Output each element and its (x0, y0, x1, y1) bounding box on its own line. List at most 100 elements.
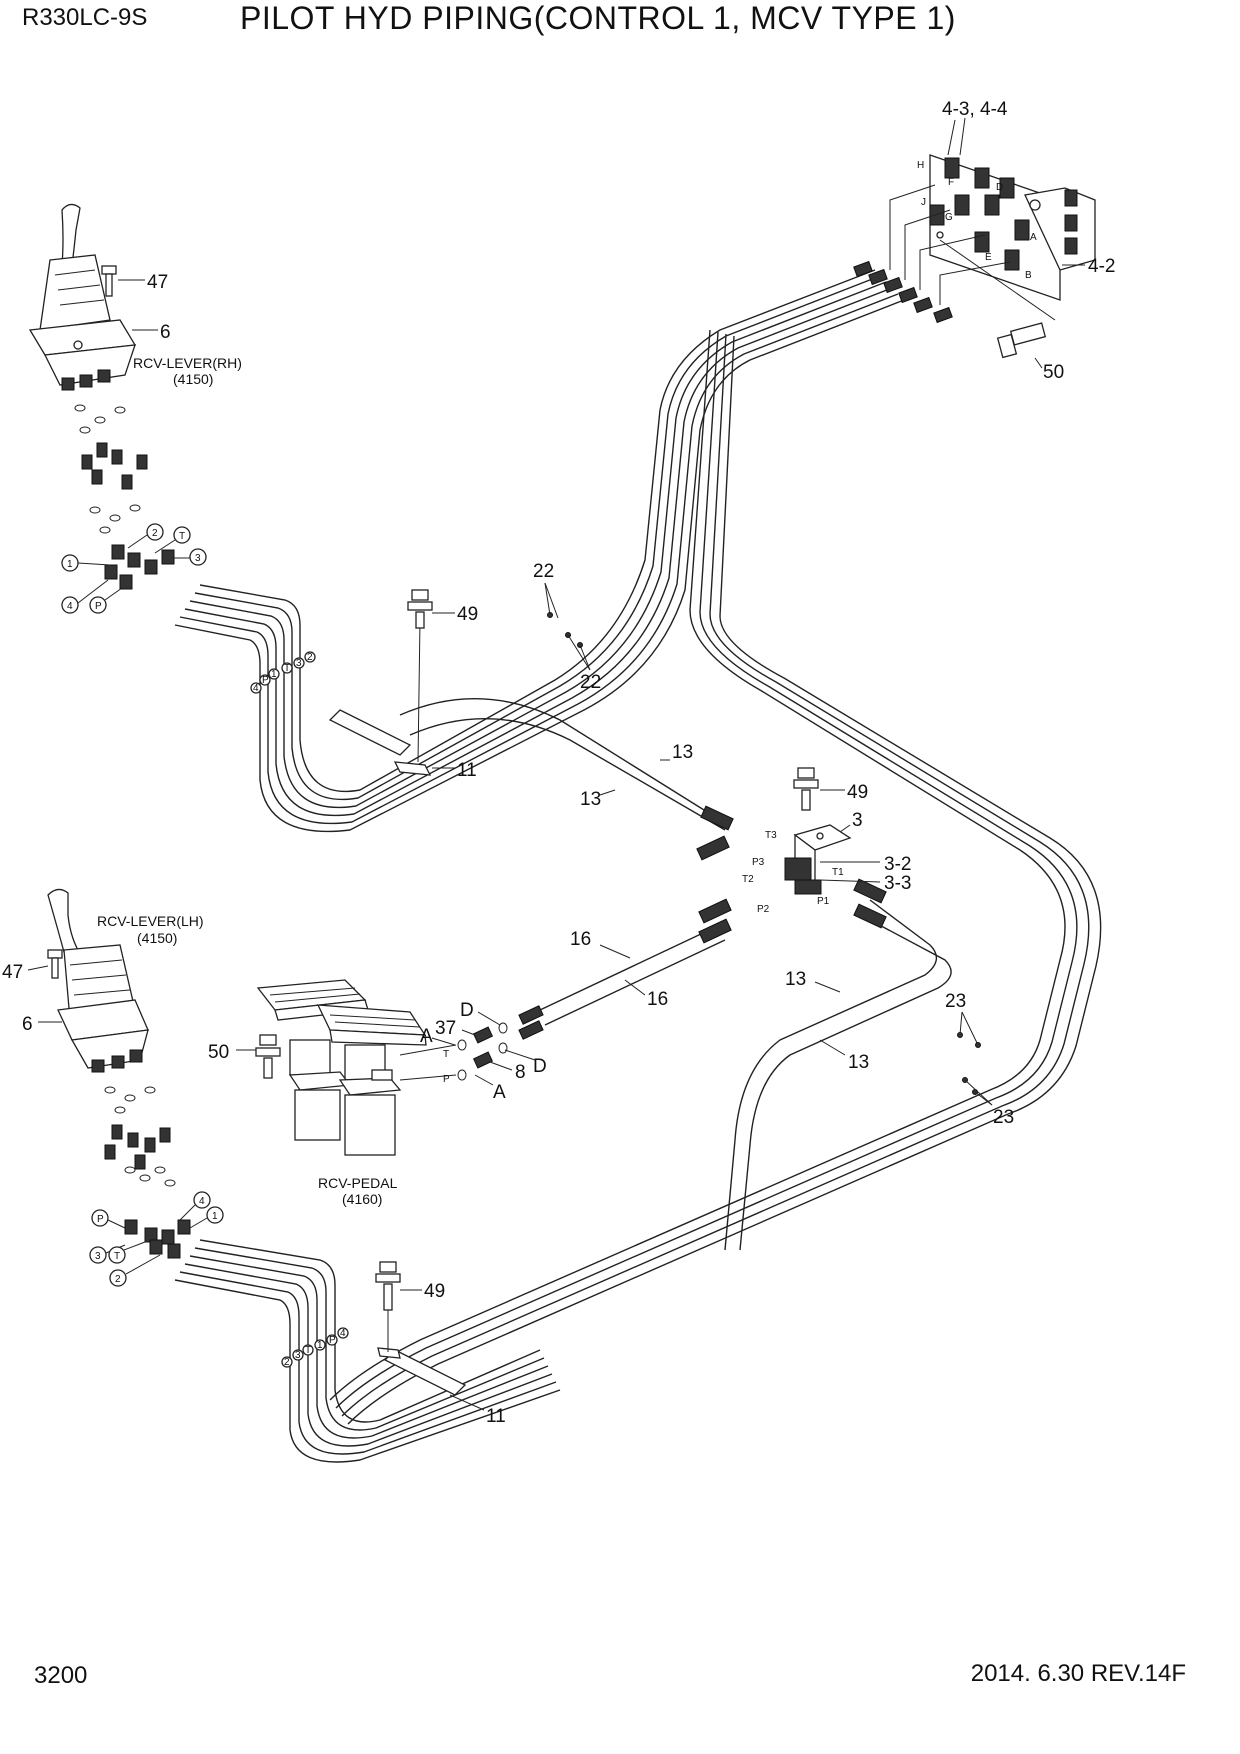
rcv-lever-rh (28, 203, 137, 391)
model-name: R330LC-9S (22, 4, 148, 31)
rcv-pedal (255, 979, 427, 1156)
rh-port-p: P (95, 601, 102, 612)
rcv-pedal-code: (4160) (342, 1191, 382, 1207)
part-49-label-a: 49 (457, 604, 478, 625)
shuttle-valve-3 (696, 767, 887, 944)
hose-13-upper (399, 698, 726, 831)
port-a-label: A (1030, 232, 1037, 243)
part-d-label-2: D (533, 1056, 547, 1077)
upper-hose-bundle (174, 269, 905, 833)
lh-hose-mark: 1 (317, 1340, 323, 1351)
rcv-lever-lh-code: (4150) (137, 930, 177, 946)
part-50-label: 50 (1043, 362, 1064, 383)
rcv-lever-rh-name: RCV-LEVER(RH) (133, 355, 242, 371)
rcv-lever-lh-name: RCV-LEVER(LH) (97, 913, 204, 929)
rcv-rh-port-circles: 1 2 T 3 4 P (61, 523, 207, 614)
port-e-label: E (985, 252, 992, 263)
pedal-port-p: P (443, 1074, 450, 1085)
part-37-label: 37 (435, 1018, 456, 1039)
port-t3-label: T3 (765, 830, 777, 841)
part-49-label-c: 49 (424, 1281, 445, 1302)
part-3-3-label: 3-3 (884, 873, 911, 894)
rh-hose-mark: 1 (271, 669, 277, 680)
pedal-fittings (399, 1005, 544, 1081)
revision-date: 2014. 6.30 REV.14F (970, 1660, 1186, 1687)
part-d-label-1: D (460, 1000, 474, 1021)
port-t2-label: T2 (742, 874, 754, 885)
clamp-11-lower (375, 1261, 467, 1396)
part-a-label-2: A (493, 1082, 506, 1103)
part-16-label-a: 16 (570, 929, 591, 950)
part-11-label-b: 11 (486, 1406, 506, 1427)
part-13-label-b: 13 (580, 789, 601, 810)
rcv-lh-port-circles: P 4 1 3 T 2 (89, 1191, 224, 1287)
long-hose-bundle (329, 329, 1102, 1425)
lh-hose-mark: P (329, 1335, 336, 1346)
part-3-2-label: 3-2 (884, 854, 911, 875)
part-23-label-b: 23 (993, 1107, 1014, 1128)
mcv-port-block (853, 154, 1096, 359)
port-f-label: F (948, 177, 954, 188)
rh-port-4: 4 (67, 601, 73, 612)
rcv-rh-fittings (74, 404, 175, 590)
hose-13-lower (724, 899, 952, 1251)
part-6-label-lh: 6 (22, 1014, 33, 1035)
part-22-label-b: 22 (580, 672, 601, 693)
rcv-lh-fittings (104, 1086, 191, 1259)
part-4-2-label: 4-2 (1088, 256, 1115, 277)
page-title: PILOT HYD PIPING(CONTROL 1, MCV TYPE 1) (240, 0, 956, 36)
part-47-label-lh: 47 (2, 962, 23, 983)
lh-port-1: 1 (212, 1211, 218, 1222)
part-50-label-b: 50 (208, 1042, 229, 1063)
part-22-label-a: 22 (533, 561, 554, 582)
part-a-label-1: A (420, 1026, 433, 1047)
part-8-label: 8 (515, 1062, 526, 1083)
rh-port-2: 2 (152, 528, 158, 539)
lh-port-t: T (114, 1251, 120, 1262)
part-47-label-rh: 47 (147, 272, 168, 293)
clamp-11-upper (328, 589, 433, 776)
port-t1-label: T1 (832, 867, 844, 878)
port-p2-label: P2 (757, 904, 770, 915)
lh-port-4: 4 (199, 1196, 205, 1207)
port-g-label: G (945, 212, 953, 223)
rh-hose-mark: 3 (296, 658, 302, 669)
lower-hose-bundle (174, 1239, 561, 1463)
rh-hose-mark: T (284, 663, 290, 674)
rcv-lever-lh (47, 888, 149, 1073)
port-p3-label: P3 (752, 857, 765, 868)
port-d-label: D (996, 182, 1003, 193)
lh-hose-marks: 2 3 T 1 P 4 (281, 1327, 349, 1368)
rh-port-1: 1 (67, 559, 73, 570)
port-p1-label: P1 (817, 896, 830, 907)
part-49-label-b: 49 (847, 782, 868, 803)
hose-16 (539, 924, 726, 1026)
part-3-label: 3 (852, 810, 863, 831)
part-16-label-b: 16 (647, 989, 668, 1010)
rh-hose-marks: 4 P 1 T 3 2 (250, 651, 316, 694)
lh-hose-mark: 3 (295, 1350, 301, 1361)
part-23-label-a: 23 (945, 991, 966, 1012)
lh-hose-mark: 4 (340, 1328, 346, 1339)
port-b-label: B (1025, 270, 1032, 281)
part-13-label-c: 13 (785, 969, 806, 990)
part-13-label-d: 13 (848, 1052, 869, 1073)
pedal-port-t: T (443, 1049, 449, 1060)
lh-port-p: P (97, 1214, 104, 1225)
page-number: 3200 (34, 1662, 88, 1689)
part-4-3-4-4-label: 4-3, 4-4 (942, 99, 1008, 120)
part-6-label-rh: 6 (160, 322, 171, 343)
rcv-pedal-name: RCV-PEDAL (318, 1175, 398, 1191)
part-11-label-a: 11 (457, 760, 477, 781)
port-j-label: J (921, 197, 926, 208)
rh-hose-mark: 4 (253, 683, 259, 694)
lh-port-2: 2 (115, 1274, 121, 1285)
rcv-lever-rh-code: (4150) (173, 371, 213, 387)
rh-hose-mark: 2 (307, 652, 313, 663)
part-13-label-a: 13 (672, 742, 693, 763)
lh-hose-mark: 2 (284, 1357, 290, 1368)
port-h-label: H (917, 160, 924, 171)
lh-hose-mark: T (305, 1345, 311, 1356)
rh-port-t: T (179, 531, 185, 542)
